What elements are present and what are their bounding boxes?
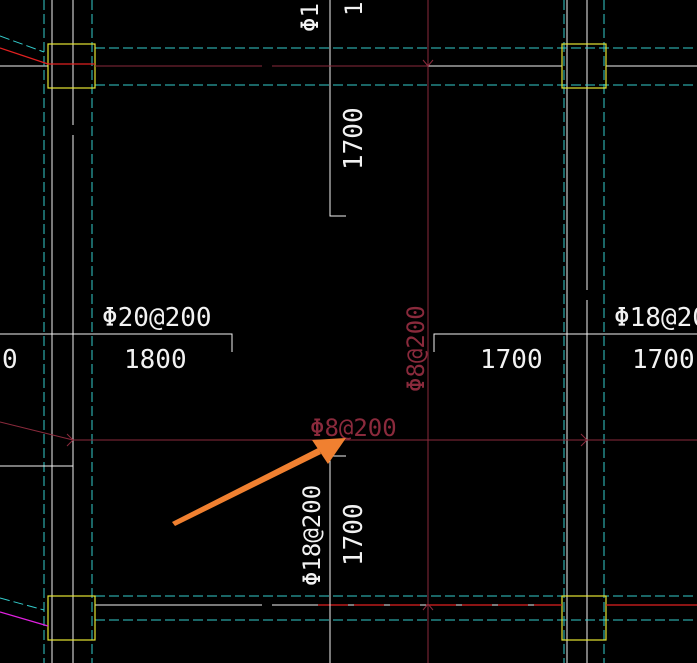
center-vertical-tick-top [422, 59, 434, 67]
right-horizontal-rebar[interactable] [433, 333, 697, 352]
column-top-left[interactable] [47, 43, 96, 89]
lower-rebar-label[interactable]: Φ18@200 [298, 485, 326, 586]
left-length-fragment[interactable]: 0 [2, 345, 18, 375]
center-horizontal-tick-left [66, 433, 74, 447]
lower-length-label[interactable]: 1700 [339, 503, 369, 566]
center-horizontal-tick-right [580, 433, 588, 447]
text-labels: Φ1 17 1700 Φ20@200 0 1800 Φ8@200 1700 Φ1… [2, 0, 697, 586]
column-top-right[interactable] [561, 43, 607, 89]
left-horizontal-rebar[interactable] [0, 333, 233, 352]
top-rebar-fragment[interactable]: Φ1 [296, 3, 324, 32]
center-vertical-tick-bottom [422, 603, 434, 611]
right-rebar-label[interactable]: Φ18@20 [614, 303, 697, 333]
upper-vertical-rebar[interactable] [329, 0, 346, 217]
left-diagonal-rebar [0, 421, 74, 441]
upper-length-label[interactable]: 1700 [339, 107, 369, 170]
arrow-shaft [172, 448, 321, 526]
column-bottom-right[interactable] [561, 595, 607, 641]
center-horizontal-rebar-label[interactable]: Φ8@200 [310, 414, 397, 442]
columns [47, 43, 607, 641]
top-left-hidden [0, 35, 45, 53]
left-length-label[interactable]: 1800 [124, 345, 187, 375]
right-length-outer-label[interactable]: 1700 [632, 345, 695, 375]
right-length-inner-label[interactable]: 1700 [480, 345, 543, 375]
red-line-top-left [0, 47, 49, 65]
column-bottom-left[interactable] [47, 595, 96, 641]
bottom-left-hidden [0, 597, 45, 611]
colored-lines [0, 47, 697, 627]
left-rebar-label[interactable]: Φ20@200 [102, 303, 212, 333]
orange-arrow [172, 438, 346, 526]
center-vertical-rebar-label[interactable]: Φ8@200 [402, 305, 430, 392]
top-length-fragment[interactable]: 17 [340, 0, 368, 16]
arrow-head [312, 438, 346, 464]
magenta-line-bottom-left [0, 611, 49, 627]
beam-break-marks [71, 64, 589, 607]
